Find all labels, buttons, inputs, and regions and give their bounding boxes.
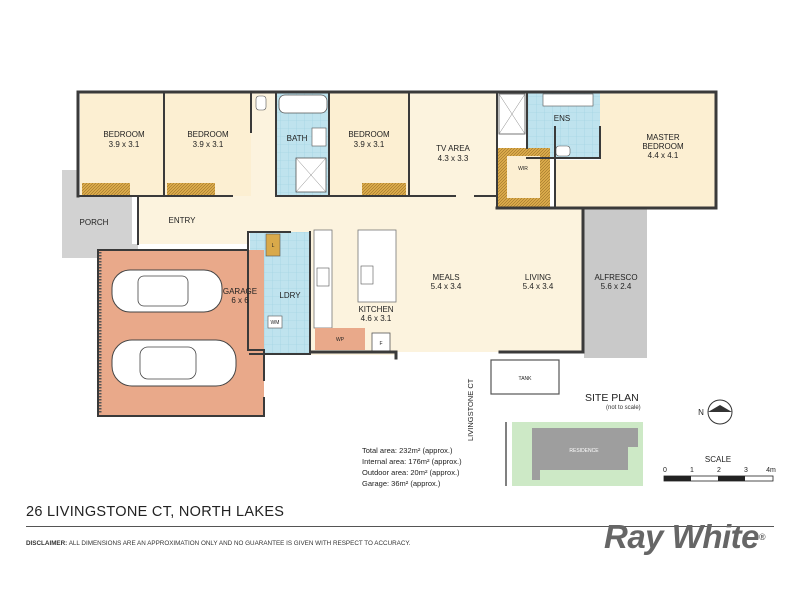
kitchen-size: 4.6 x 3.1	[361, 314, 392, 323]
scale-tick: 1	[690, 467, 694, 474]
bathtub	[278, 94, 328, 114]
tank-label: TANK	[519, 376, 533, 382]
walls	[76, 90, 718, 417]
linen-label: L	[272, 243, 275, 249]
porch-label: PORCH	[80, 218, 109, 227]
property-address: 26 LIVINGSTONE CT, NORTH LAKES	[26, 504, 285, 520]
disclaimer-label: DISCLAIMER:	[26, 540, 68, 547]
pantry-area	[315, 328, 365, 350]
tv-area-size: 4.3 x 3.3	[438, 154, 469, 163]
registered-mark: ®	[759, 532, 766, 542]
scale-tick: 2	[717, 467, 721, 474]
pantry-label: WP	[336, 337, 345, 343]
cooktop	[316, 267, 330, 287]
total-area: Total area: 232m² (approx.)	[362, 446, 453, 455]
linen-cupboard	[265, 233, 281, 257]
vanity	[542, 93, 594, 107]
bedroom-label: BEDROOM	[187, 130, 229, 139]
internal-area: Internal area: 176m² (approx.)	[362, 457, 462, 466]
entry-label: ENTRY	[169, 216, 197, 225]
fridge-label: F	[379, 341, 382, 347]
robe	[362, 183, 406, 195]
shower	[295, 157, 327, 193]
disclaimer-text: ALL DIMENSIONS ARE AN APPROXIMATION ONLY…	[68, 540, 411, 547]
tank	[490, 359, 560, 395]
divider	[26, 526, 774, 527]
area-summary: Total area: 232m² (approx.) Internal are…	[362, 445, 502, 489]
bedroom-size: 3.9 x 3.1	[193, 140, 224, 149]
scale-tick: 4m	[766, 467, 776, 474]
residence-label: RESIDENCE	[569, 448, 599, 454]
toilet	[255, 95, 267, 111]
garage-label: GARAGE	[223, 287, 257, 296]
living-label: LIVING	[525, 273, 551, 282]
site-residence	[532, 428, 638, 480]
kitchen-label: KITCHEN	[358, 305, 393, 314]
north-label: N	[698, 408, 704, 417]
master-bedroom-label: BEDROOM	[642, 142, 684, 151]
master-bedroom-size: 4.4 x 4.1	[648, 151, 679, 160]
living-size: 5.4 x 3.4	[523, 282, 554, 291]
vanity	[311, 127, 327, 147]
bedroom-size: 3.9 x 3.1	[109, 140, 140, 149]
scale-bar	[663, 475, 774, 482]
wir-label: WIR	[518, 166, 528, 172]
site-plan-note: (not to scale)	[606, 405, 641, 411]
bedroom-label: BEDROOM	[103, 130, 145, 139]
ensuite-label: ENS	[554, 114, 570, 123]
toilet	[555, 145, 571, 157]
car-icon	[111, 269, 223, 313]
alfresco-area	[584, 205, 647, 358]
wir-floor	[507, 156, 540, 198]
site-plan-title: SITE PLAN	[585, 392, 639, 404]
shower	[498, 93, 526, 135]
robe	[167, 183, 215, 195]
outdoor-area: Outdoor area: 20m² (approx.)	[362, 468, 460, 477]
bedroom-size: 3.9 x 3.1	[354, 140, 385, 149]
tv-area-floor	[409, 92, 497, 208]
ray-white-logo: Ray White®	[604, 518, 766, 556]
bedroom-area	[329, 92, 409, 196]
car-icon	[111, 339, 237, 387]
kitchen-sink	[360, 265, 374, 285]
kitchen-island	[357, 229, 397, 303]
garage-size: 6 x 6	[231, 296, 249, 305]
disclaimer: DISCLAIMER: ALL DIMENSIONS ARE AN APPROX…	[26, 540, 411, 547]
meals-size: 5.4 x 3.4	[431, 282, 462, 291]
bedroom-area	[80, 92, 164, 196]
garage-area: Garage: 36m² (approx.)	[362, 479, 441, 488]
robe	[82, 183, 130, 195]
scale-tick: 0	[663, 467, 667, 474]
bedroom-label: BEDROOM	[348, 130, 390, 139]
laundry-label: LDRY	[279, 291, 301, 300]
washing-machine	[267, 315, 283, 329]
brand-name: Ray White	[604, 518, 760, 555]
meals-label: MEALS	[432, 273, 459, 282]
bedroom-area	[165, 92, 251, 196]
scale-tick: 3	[744, 467, 748, 474]
bath-label: BATH	[287, 134, 308, 143]
alfresco-label: ALFRESCO	[594, 273, 637, 282]
tv-area-label: TV AREA	[436, 144, 470, 153]
alfresco-size: 5.6 x 2.4	[601, 282, 632, 291]
street-label: LIVINGSTONE CT	[466, 378, 475, 441]
scale-label: SCALE	[705, 455, 731, 464]
washing-machine-label: WM	[271, 320, 280, 326]
master-bedroom-label: MASTER	[646, 133, 680, 142]
north-compass-icon	[707, 399, 733, 425]
porch-area	[62, 170, 138, 258]
